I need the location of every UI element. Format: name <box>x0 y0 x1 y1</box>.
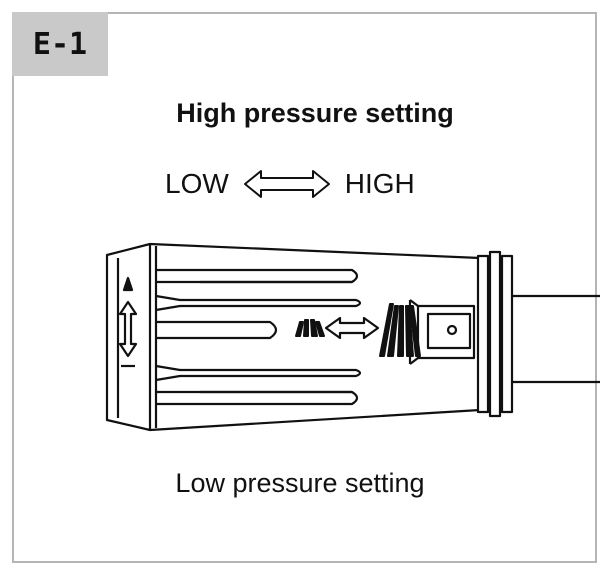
figure-badge: E-1 <box>12 12 108 76</box>
figure-badge-label: E-1 <box>32 26 88 62</box>
scale-high-label: HIGH <box>344 168 415 199</box>
scale-low-label: LOW <box>165 168 229 199</box>
hose <box>512 294 600 384</box>
double-arrow-icon <box>243 170 330 198</box>
narrow-spray-pattern-icon <box>295 319 325 337</box>
caption-low-pressure: Low pressure setting <box>175 468 425 498</box>
pressure-scale: LOW HIGH <box>165 164 415 204</box>
title-high-pressure: High pressure setting <box>176 98 454 128</box>
vertical-double-arrow-icon <box>118 276 138 368</box>
nozzle-ribs <box>155 268 362 406</box>
double-arrow-icon <box>324 316 380 340</box>
nozzle-collar <box>476 250 514 418</box>
wide-spray-pattern-icon <box>379 303 421 357</box>
nozzle-fitting <box>408 299 476 365</box>
